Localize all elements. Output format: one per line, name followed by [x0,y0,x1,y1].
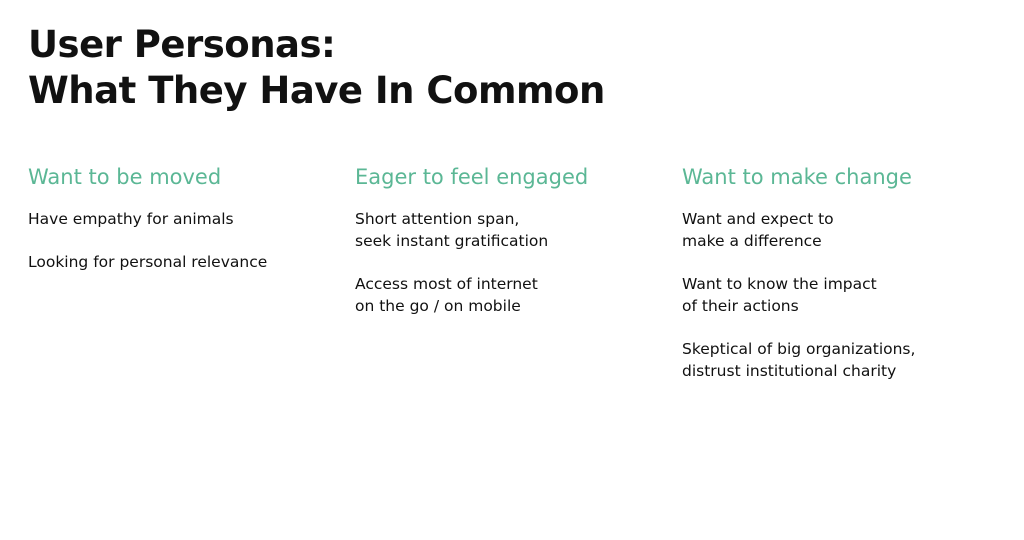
slide-title: User Personas: What They Have In Common [28,22,605,114]
list-item: Have empathy for animals [28,208,348,230]
item-line: Want to know the impact [682,275,877,293]
list-item: Access most of internet on the go / on m… [355,273,675,317]
item-line: Have empathy for animals [28,210,234,228]
list-item: Skeptical of big organizations, distrust… [682,338,1002,382]
list-item: Short attention span, seek instant grati… [355,208,675,252]
item-line: Skeptical of big organizations, [682,340,916,358]
column-items: Have empathy for animals Looking for per… [28,208,348,273]
column-heading: Want to be moved [28,165,222,189]
list-item: Want to know the impact of their actions [682,273,1002,317]
title-line-2: What They Have In Common [28,69,605,112]
item-line: make a difference [682,232,822,250]
column-want-to-make-change: Want to make change Want and expect to m… [682,162,1002,403]
column-heading: Want to make change [682,165,912,189]
item-line: on the go / on mobile [355,297,521,315]
list-item: Looking for personal relevance [28,251,348,273]
column-items: Want and expect to make a difference Wan… [682,208,1002,382]
item-line: seek instant gratification [355,232,549,250]
item-line: Looking for personal relevance [28,253,268,271]
item-line: Want and expect to [682,210,834,228]
item-line: Access most of internet [355,275,538,293]
item-line: distrust institutional charity [682,362,897,380]
column-want-to-be-moved: Want to be moved Have empathy for animal… [28,162,348,294]
column-heading: Eager to feel engaged [355,165,589,189]
column-eager-to-feel-engaged: Eager to feel engaged Short attention sp… [355,162,675,338]
item-line: Short attention span, [355,210,520,228]
item-line: of their actions [682,297,799,315]
list-item: Want and expect to make a difference [682,208,1002,252]
title-line-1: User Personas: [28,23,336,66]
column-items: Short attention span, seek instant grati… [355,208,675,317]
